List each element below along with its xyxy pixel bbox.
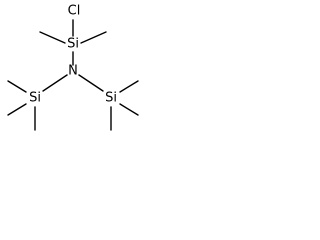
bond-si-right-methyl-right [119, 103, 139, 116]
bond-n-si-left [42, 74, 68, 92]
atom-labels: Cl Si N Si Si [29, 4, 117, 106]
bond-si-left-methyl-left [7, 103, 27, 116]
atom-chlorine: Cl [68, 4, 81, 19]
atom-silicon-top: Si [67, 37, 79, 52]
bond-si-left-methyl-up [7, 80, 27, 93]
bonds [7, 19, 139, 131]
bond-si-right-methyl-up [119, 80, 139, 93]
atom-silicon-right: Si [105, 91, 117, 106]
atom-silicon-left: Si [29, 91, 41, 106]
bond-n-si-right [78, 74, 104, 92]
atom-nitrogen: N [68, 64, 78, 79]
molecule-structure: Cl Si N Si Si [7, 4, 139, 131]
bond-si-top-methyl-right [80, 31, 107, 44]
bond-si-top-methyl-left [39, 31, 66, 44]
